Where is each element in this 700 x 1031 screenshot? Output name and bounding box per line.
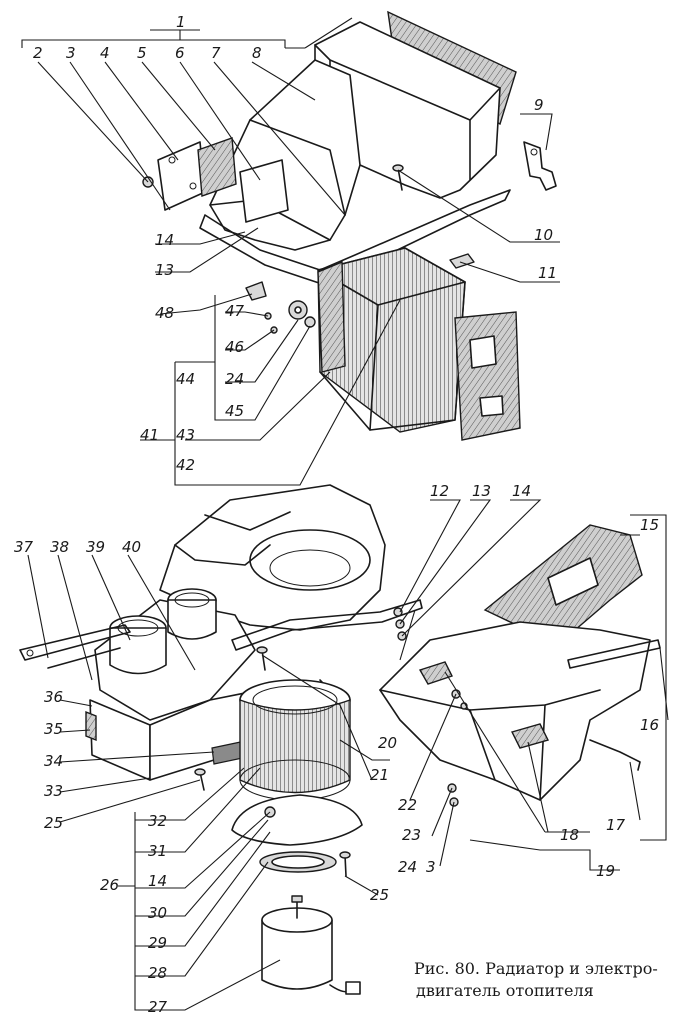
heater-radiator [245, 247, 521, 441]
callout-24-top: 24 [225, 370, 244, 388]
callout-39: 39 [86, 538, 105, 556]
callout-24-bottom: 24 [398, 858, 417, 876]
callout-33: 33 [44, 782, 63, 800]
callout-26: 26 [100, 876, 119, 894]
callout-47: 47 [225, 302, 245, 320]
callout-10: 10 [534, 226, 553, 244]
callout-18: 18 [560, 826, 579, 844]
callout-4: 4 [100, 44, 110, 62]
callout-31: 31 [148, 842, 167, 860]
callout-37: 37 [14, 538, 34, 556]
callout-9: 9 [534, 96, 544, 114]
callout-40: 40 [122, 538, 141, 556]
callout-leaders [21, 17, 669, 1011]
callout-6: 6 [175, 44, 185, 62]
callout-45: 45 [225, 402, 244, 420]
heater-base [379, 524, 661, 807]
callout-5: 5 [137, 44, 147, 62]
callout-46: 46 [225, 338, 244, 356]
callout-27: 27 [148, 998, 168, 1016]
callout-16: 16 [640, 716, 659, 734]
callout-41: 41 [140, 426, 159, 444]
callout-14-top: 14 [155, 231, 174, 249]
callout-14-bottom: 14 [148, 872, 167, 890]
fan-and-motor [231, 679, 363, 995]
callout-3-bottom: 3 [426, 858, 436, 876]
callout-12: 12 [430, 482, 449, 500]
callout-13-top: 13 [155, 261, 174, 279]
callout-48: 48 [155, 304, 174, 322]
callout-25-left: 25 [44, 814, 63, 832]
fan-housing [19, 484, 423, 791]
callout-17: 17 [606, 816, 626, 834]
callout-36: 36 [44, 688, 63, 706]
callout-15: 15 [640, 516, 659, 534]
callout-19: 19 [596, 862, 615, 880]
air-intake-housing [142, 10, 557, 286]
callout-34: 34 [44, 752, 63, 770]
callout-42: 42 [176, 456, 195, 474]
callout-21: 21 [370, 766, 389, 784]
callout-23: 23 [402, 826, 421, 844]
callout-43: 43 [176, 426, 195, 444]
callout-1: 1 [176, 13, 186, 31]
callout-25-bottom: 25 [370, 886, 389, 904]
callout-30: 30 [148, 904, 167, 922]
callout-11: 11 [538, 264, 557, 282]
figure-caption: Рис. 80. Радиатор и электро- двигатель о… [414, 958, 694, 1002]
callout-32: 32 [148, 812, 167, 830]
callout-3: 3 [66, 44, 76, 62]
callout-7: 7 [211, 44, 221, 62]
callout-22: 22 [398, 796, 417, 814]
callout-38: 38 [50, 538, 69, 556]
callout-8: 8 [252, 44, 262, 62]
caption-line-1: Рис. 80. Радиатор и электро- [414, 959, 658, 978]
callout-14-mid: 14 [512, 482, 531, 500]
callout-35: 35 [44, 720, 63, 738]
callout-44: 44 [176, 370, 195, 388]
caption-line-2: двигатель отопителя [416, 981, 594, 1000]
callout-13-mid: 13 [472, 482, 491, 500]
callout-numbers: 1 2 3 4 5 6 7 8 9 10 11 14 13 48 47 46 2… [14, 13, 659, 1016]
callout-28: 28 [148, 964, 167, 982]
callout-20: 20 [378, 734, 397, 752]
callout-29: 29 [148, 934, 167, 952]
callout-2: 2 [33, 44, 43, 62]
